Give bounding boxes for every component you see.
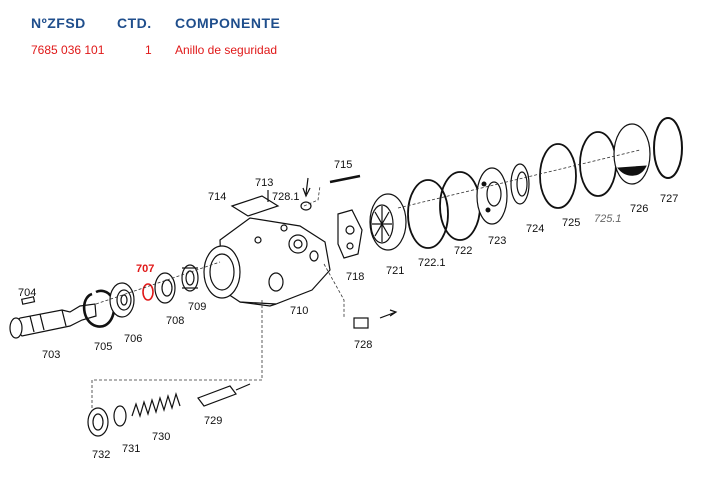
part-729-valve[interactable] (197, 383, 251, 407)
callout-722-1: 722.1 (418, 257, 446, 269)
callout-729: 729 (204, 415, 222, 427)
callout-725: 725 (562, 217, 580, 229)
col-part-number-header: NºZFSD (31, 15, 86, 31)
part-728-plug[interactable] (353, 309, 398, 329)
callout-707: 707 (136, 263, 154, 275)
qty-value: 1 (145, 43, 152, 57)
callout-730: 730 (152, 431, 170, 443)
part-703-shaft[interactable] (9, 303, 97, 339)
part-722-1-o-ring[interactable] (407, 179, 449, 249)
callout-715: 715 (334, 159, 352, 171)
part-728-1-cap[interactable] (300, 201, 312, 211)
callout-703: 703 (42, 349, 60, 361)
part-725-1-ring[interactable] (579, 131, 617, 197)
part-710-housing[interactable] (203, 217, 331, 307)
callout-732: 732 (92, 449, 110, 461)
col-component-header: COMPONENTE (175, 15, 281, 31)
callout-708: 708 (166, 315, 184, 327)
callout-723: 723 (488, 235, 506, 247)
part-723-plate[interactable] (476, 167, 508, 225)
part-number-value: 7685 036 101 (31, 43, 105, 57)
part-731-washer[interactable] (113, 405, 127, 427)
callout-721: 721 (386, 265, 404, 277)
part-726-cover[interactable] (613, 123, 651, 185)
part-704-key[interactable] (21, 296, 36, 305)
col-qty-header: CTD. (117, 15, 152, 31)
part-705-circlip[interactable] (82, 289, 116, 328)
callout-728-1: 728.1 (272, 191, 300, 203)
part-718-plate[interactable] (337, 209, 363, 259)
part-732-plug[interactable] (87, 407, 109, 437)
callout-710: 710 (290, 305, 308, 317)
callout-706: 706 (124, 333, 142, 345)
part-721-rotor-housing[interactable] (369, 193, 407, 251)
part-725-circlip[interactable] (539, 143, 577, 209)
callout-726: 726 (630, 203, 648, 215)
component-name-value: Anillo de seguridad (175, 43, 278, 57)
callout-722: 722 (454, 245, 472, 257)
part-724-ring[interactable] (510, 163, 530, 205)
part-709-needle-bearing[interactable] (181, 264, 199, 292)
callout-713: 713 (255, 177, 273, 189)
part-708-bearing[interactable] (154, 272, 176, 304)
assembly-guide-lines (91, 149, 641, 410)
callout-727: 727 (660, 193, 678, 205)
callout-724: 724 (526, 223, 544, 235)
part-722-o-ring[interactable] (439, 171, 481, 241)
callout-704: 704 (18, 287, 36, 299)
callout-718: 718 (346, 271, 364, 283)
callout-714: 714 (208, 191, 226, 203)
part-707-snap-ring[interactable] (142, 283, 154, 301)
callout-728: 728 (354, 339, 372, 351)
callout-705: 705 (94, 341, 112, 353)
part-715-pin[interactable] (302, 174, 361, 198)
part-714-gasket[interactable] (230, 195, 280, 217)
callout-709: 709 (188, 301, 206, 313)
part-706-bearing[interactable] (109, 282, 135, 318)
callout-731: 731 (122, 443, 140, 455)
part-727-snap-ring[interactable] (653, 117, 683, 179)
callout-725-1: 725.1 (594, 213, 622, 225)
part-730-spring[interactable] (131, 391, 181, 419)
